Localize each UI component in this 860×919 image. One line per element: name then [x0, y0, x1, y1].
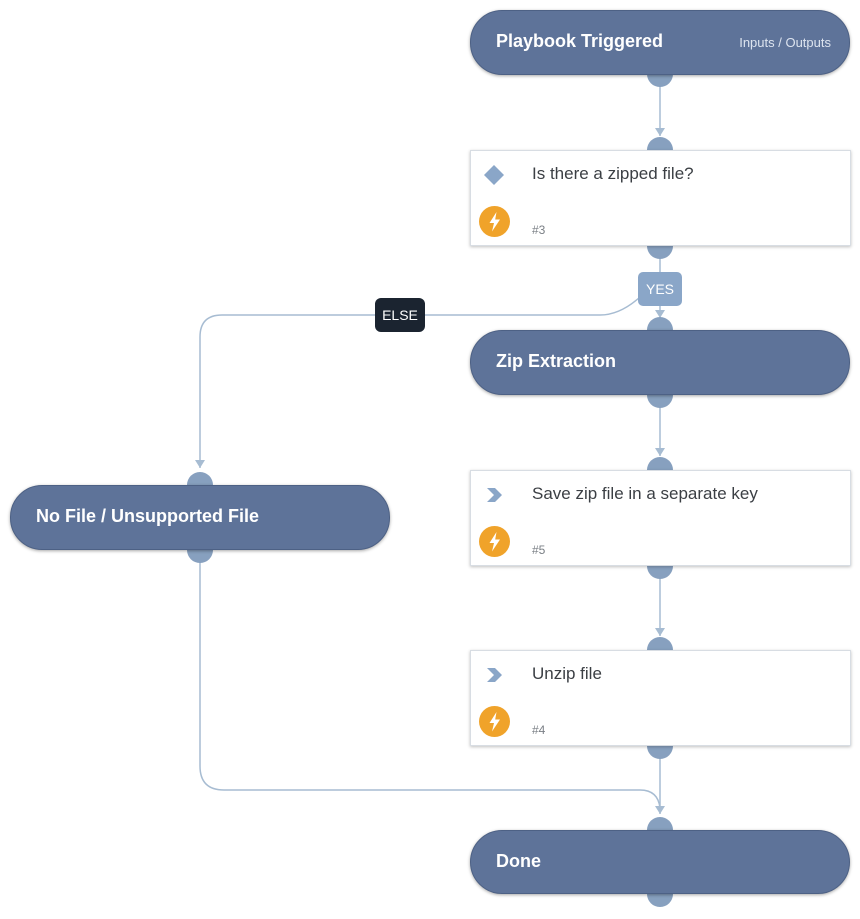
playbook-triggered-node[interactable]: Playbook Triggered Inputs / Outputs: [470, 10, 850, 75]
automation-bolt-icon: [479, 706, 510, 737]
automation-bolt-icon: [479, 526, 510, 557]
task-id: #4: [532, 723, 546, 737]
inputs-outputs-link[interactable]: Inputs / Outputs: [739, 35, 831, 50]
task-title: Is there a zipped file?: [532, 164, 694, 183]
no-file-unsupported-section[interactable]: No File / Unsupported File: [10, 485, 390, 550]
arrowhead-save: [655, 448, 665, 456]
yes-branch-label[interactable]: YES: [638, 272, 682, 306]
arrowhead-zip: [655, 310, 665, 318]
node-title: Playbook Triggered: [496, 31, 664, 51]
arrowhead-done: [655, 806, 665, 814]
save-zip-file-task-card[interactable]: Save zip file in a separate key #5: [470, 470, 851, 566]
chevron-right-icon: [487, 668, 502, 682]
arrowhead-condition: [655, 128, 665, 136]
else-branch-label[interactable]: ELSE: [375, 298, 425, 332]
arrowhead-nofile: [195, 460, 205, 468]
connector-condition-else: [199, 296, 641, 468]
task-title: Unzip file: [532, 664, 602, 683]
section-title: No File / Unsupported File: [36, 506, 260, 526]
task-title: Save zip file in a separate key: [532, 484, 758, 503]
connector-nofile-done: [199, 550, 661, 809]
section-title: Zip Extraction: [496, 351, 617, 371]
condition-task-card[interactable]: Is there a zipped file? #3: [470, 150, 851, 246]
done-node[interactable]: Done: [470, 830, 850, 894]
chevron-right-icon: [487, 488, 502, 502]
arrowhead-unzip: [655, 628, 665, 636]
node-title: Done: [496, 851, 541, 871]
task-id: #3: [532, 223, 546, 237]
zip-extraction-section[interactable]: Zip Extraction: [470, 330, 850, 395]
diamond-icon: [484, 165, 504, 185]
unzip-file-task-card[interactable]: Unzip file #4: [470, 650, 851, 746]
task-id: #5: [532, 543, 546, 557]
automation-bolt-icon: [479, 206, 510, 237]
